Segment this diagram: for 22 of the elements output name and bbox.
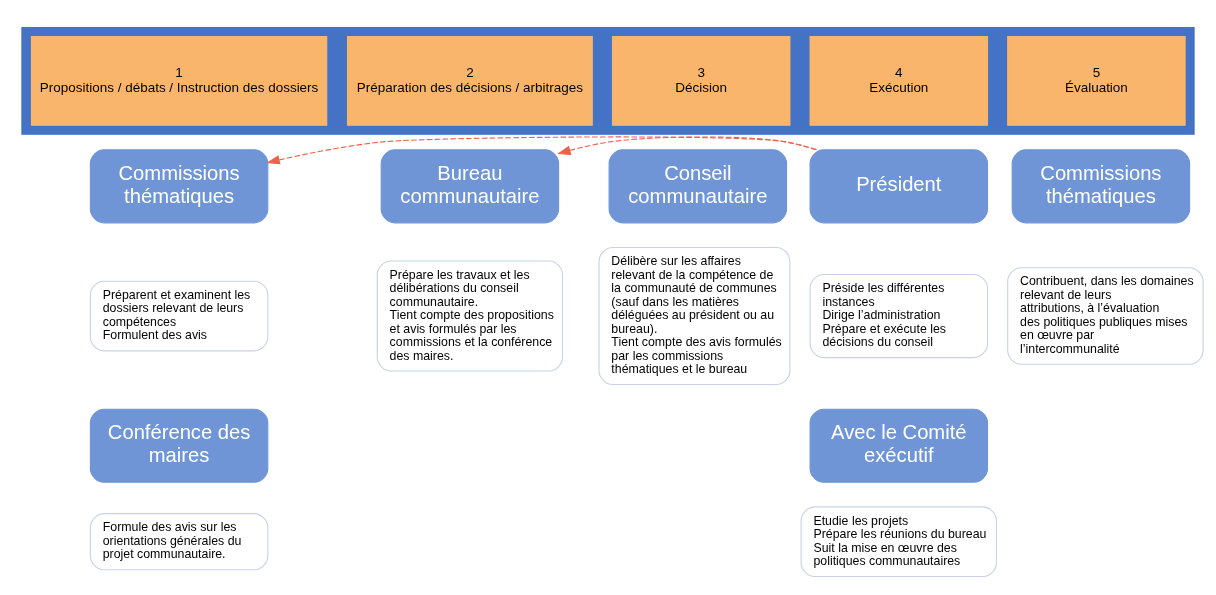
node-box: Préparent et examinent les dossiers relevant de leurs compétences Formulent des avis — [89, 280, 269, 352]
node-box: 1 Propositions / débats / Instruction des dossiers — [30, 35, 328, 126]
node-box: 5 Évaluation — [1007, 35, 1186, 126]
node-box: Conférence des maires — [89, 408, 269, 483]
node-box: 3 Décision — [611, 35, 791, 126]
node-box: Formule des avis sur les orientations générales du projet communautaire. — [89, 513, 269, 571]
node-box: Commissions thématiques — [1011, 149, 1191, 224]
node-box: Contribuent, dans les domaines relevant de leurs attributions, à l’évaluation des politiques publiques mises en œuvre par l’intercommunalité — [1007, 267, 1204, 365]
cluster — [21, 26, 1195, 135]
node-box: 4 Exécution — [809, 35, 989, 126]
node-box: 2 Préparation des décisions / arbitrages — [346, 35, 593, 126]
arrow — [266, 136, 817, 165]
arrow — [557, 136, 817, 155]
node-box: Etudie les projets Prépare les réunions du bureau Suit la mise en œuvre des politiques communautaires — [800, 506, 998, 578]
node-box: Préside les différentes instances Dirige l’administration Prépare et exécute les décisions du conseil — [809, 273, 989, 359]
node-box: Délibère sur les affaires relevant de la compétence de la communauté de communes (sauf dans les matières déléguées au président ou au bureau). Tient compte des avis formulés par les commissions thématiques et le bureau — [598, 247, 791, 386]
node-box: Conseil communautaire — [608, 149, 788, 224]
node-box: Bureau communautaire — [380, 149, 560, 224]
node-box: Commissions thématiques — [89, 149, 269, 224]
node-box: Président — [809, 149, 989, 224]
node-box: Prépare les travaux et les délibérations du conseil communautaire. Tient compte des propositions et avis formulés par les commissions et la conférence des maires. — [376, 260, 564, 372]
node-box: Avec le Comité exécutif — [809, 408, 989, 483]
